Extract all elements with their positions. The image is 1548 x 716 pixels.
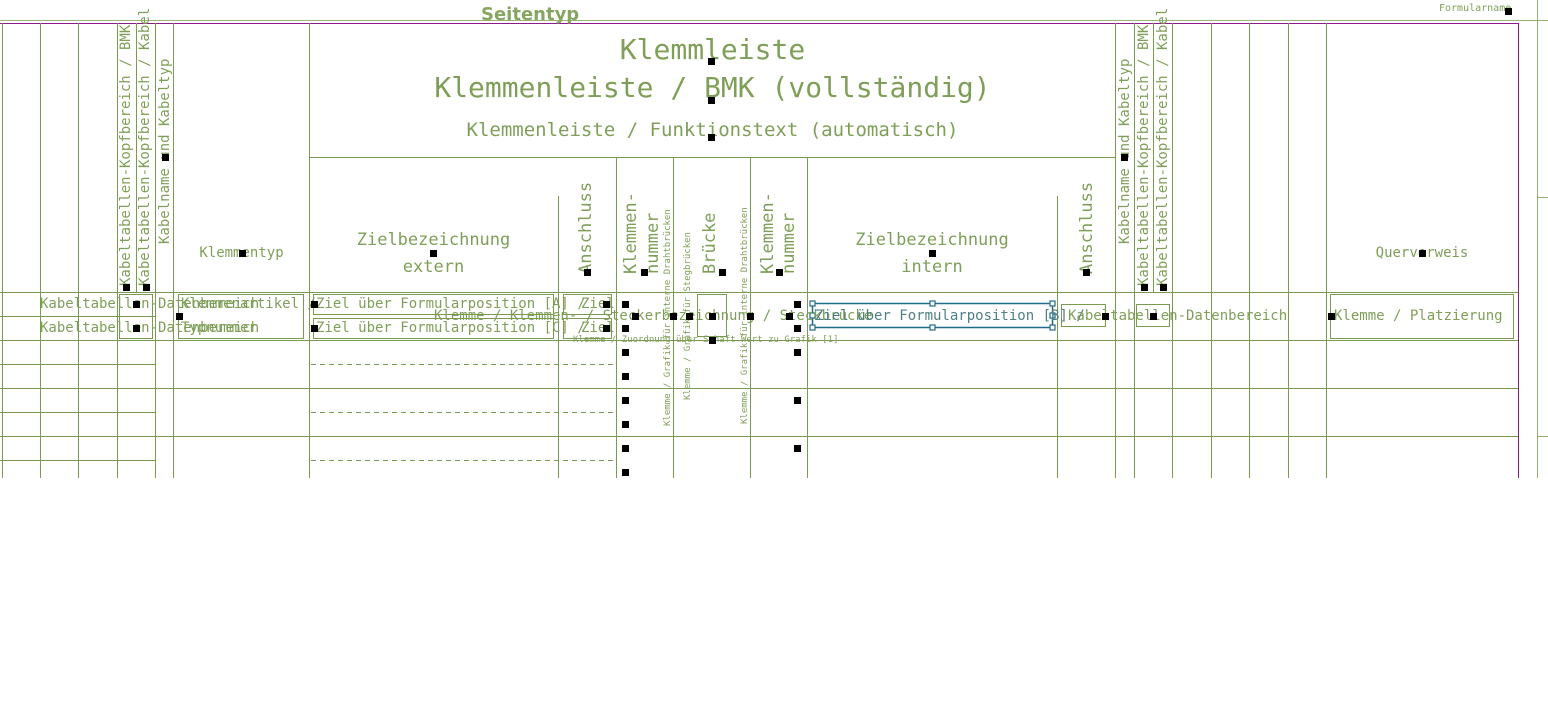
col-klemmennummer-left-1[interactable]: Klemmen-	[621, 192, 641, 274]
anchor-handle[interactable]	[133, 301, 140, 308]
col-anschluss-left[interactable]: Anschluss	[576, 181, 596, 274]
col-right-kopf-kabel[interactable]: Kabeltabellen-Kopfbereich / Kabel /	[1155, 0, 1171, 286]
anchor-handle[interactable]	[794, 325, 801, 332]
anchor-handle[interactable]	[622, 373, 629, 380]
anchor-handle[interactable]	[708, 134, 715, 141]
header-subtitle[interactable]: Klemmenleiste / BMK (vollständig)	[434, 71, 991, 104]
anchor-handle[interactable]	[1505, 8, 1512, 15]
row-kabel-daten-right[interactable]: Kabeltabellen-Datenbereich	[1068, 308, 1288, 324]
anchor-handle[interactable]	[622, 469, 629, 476]
anchor-handle[interactable]	[143, 284, 150, 291]
row-kabel-daten-1[interactable]: Kabeltabellen-Datenbereich	[40, 296, 260, 312]
col-ziel-intern-1[interactable]: Zielbezeichnung	[855, 230, 1009, 250]
anchor-handle[interactable]	[794, 301, 801, 308]
page-type-label[interactable]: Seitentyp	[481, 4, 580, 25]
anchor-handle[interactable]	[584, 269, 591, 276]
anchor-handle[interactable]	[1141, 284, 1148, 291]
anchor-handle[interactable]	[311, 301, 318, 308]
col-klemmennummer-right-1[interactable]: Klemmen-	[758, 192, 778, 274]
anchor-handle[interactable]	[1121, 154, 1128, 161]
anchor-handle[interactable]	[622, 301, 629, 308]
col-right-kabelname[interactable]: Kabelname und Kabeltyp	[1117, 58, 1133, 244]
header-function-text[interactable]: Klemmenleiste / Funktionstext (automatis…	[466, 119, 959, 141]
row-zuordnung[interactable]: Klemme / Zuordnung über Schaft Wert zu G…	[573, 335, 839, 345]
col-ziel-intern-2[interactable]: intern	[901, 257, 963, 277]
anchor-handle[interactable]	[311, 325, 318, 332]
anchor-handle[interactable]	[1328, 313, 1335, 320]
row-typnummer[interactable]: Typnummer	[181, 320, 257, 336]
anchor-handle[interactable]	[747, 313, 754, 320]
anchor-handle[interactable]	[708, 97, 715, 104]
col-bruecke[interactable]: Brücke	[700, 212, 720, 274]
anchor-handle[interactable]	[641, 269, 648, 276]
anchor-handle[interactable]	[686, 313, 693, 320]
anchor-handle[interactable]	[123, 284, 130, 291]
anchor-handle[interactable]	[430, 250, 437, 257]
anchor-handle[interactable]	[622, 325, 629, 332]
anchor-handle[interactable]	[709, 337, 716, 344]
anchor-handle[interactable]	[622, 397, 629, 404]
anchor-handle[interactable]	[794, 349, 801, 356]
anchor-handle[interactable]	[794, 397, 801, 404]
col-left-kopf-kabel[interactable]: Kabeltabellen-Kopfbereich / Kabel /	[137, 0, 153, 286]
anchor-handle[interactable]	[1419, 250, 1426, 257]
col-klemmennummer-left-2[interactable]: nummer	[643, 212, 663, 274]
row-platzierung[interactable]: Klemme / Platzierung	[1334, 308, 1503, 324]
anchor-handle[interactable]	[603, 325, 610, 332]
anchor-handle[interactable]	[708, 58, 715, 65]
row-ziel-b-selected[interactable]: Ziel über Formularposition [B] /	[815, 308, 1085, 324]
col-anschluss-right[interactable]: Anschluss	[1077, 181, 1097, 274]
anchor-handle[interactable]	[786, 313, 793, 320]
row-ziel-a[interactable]: Ziel über Formularposition [A] /	[316, 296, 586, 312]
row-klemme-bezeichnung[interactable]: Klemme / Klemmen- / Steckerbezeichnung /…	[434, 308, 873, 324]
anchor-handle[interactable]	[239, 250, 246, 257]
anchor-handle[interactable]	[622, 445, 629, 452]
row-ziel-c[interactable]: Ziel über Formularposition [C] /	[316, 320, 586, 336]
anchor-handle[interactable]	[670, 313, 677, 320]
anchor-handle[interactable]	[1083, 269, 1090, 276]
anchor-handle[interactable]	[632, 313, 639, 320]
col-right-kopf-bmk[interactable]: Kabeltabellen-Kopfbereich / BMK	[1136, 24, 1152, 286]
col-ziel-extern-2[interactable]: extern	[402, 257, 465, 277]
col-ziel-extern-1[interactable]: Zielbezeichnung	[356, 230, 511, 250]
anchor-handle[interactable]	[794, 445, 801, 452]
anchor-handle[interactable]	[1160, 284, 1167, 291]
anchor-handle[interactable]	[622, 421, 629, 428]
anchor-handle[interactable]	[1102, 313, 1109, 320]
anchor-handle[interactable]	[709, 313, 716, 320]
anchor-handle[interactable]	[776, 269, 783, 276]
col-left-kabelname[interactable]: Kabelname und Kabeltyp	[157, 58, 173, 244]
anchor-handle[interactable]	[133, 325, 140, 332]
anchor-handle[interactable]	[622, 349, 629, 356]
anchor-handle[interactable]	[929, 250, 936, 257]
anchor-handle[interactable]	[162, 154, 169, 161]
row-kabel-daten-2[interactable]: Kabeltabellen-Datenbereich	[40, 320, 260, 336]
col-klemmennummer-right-2[interactable]: nummer	[779, 212, 799, 274]
anchor-handle[interactable]	[603, 301, 610, 308]
anchor-handle[interactable]	[1150, 313, 1157, 320]
row-klemmenartikel[interactable]: Klemmenartikel /	[181, 296, 316, 312]
anchor-handle[interactable]	[719, 269, 726, 276]
anchor-handle[interactable]	[176, 313, 183, 320]
col-left-kopf-bmk[interactable]: Kabeltabellen-Kopfbereich / BMK	[118, 24, 134, 286]
form-name-label[interactable]: Formularname	[1439, 3, 1512, 14]
